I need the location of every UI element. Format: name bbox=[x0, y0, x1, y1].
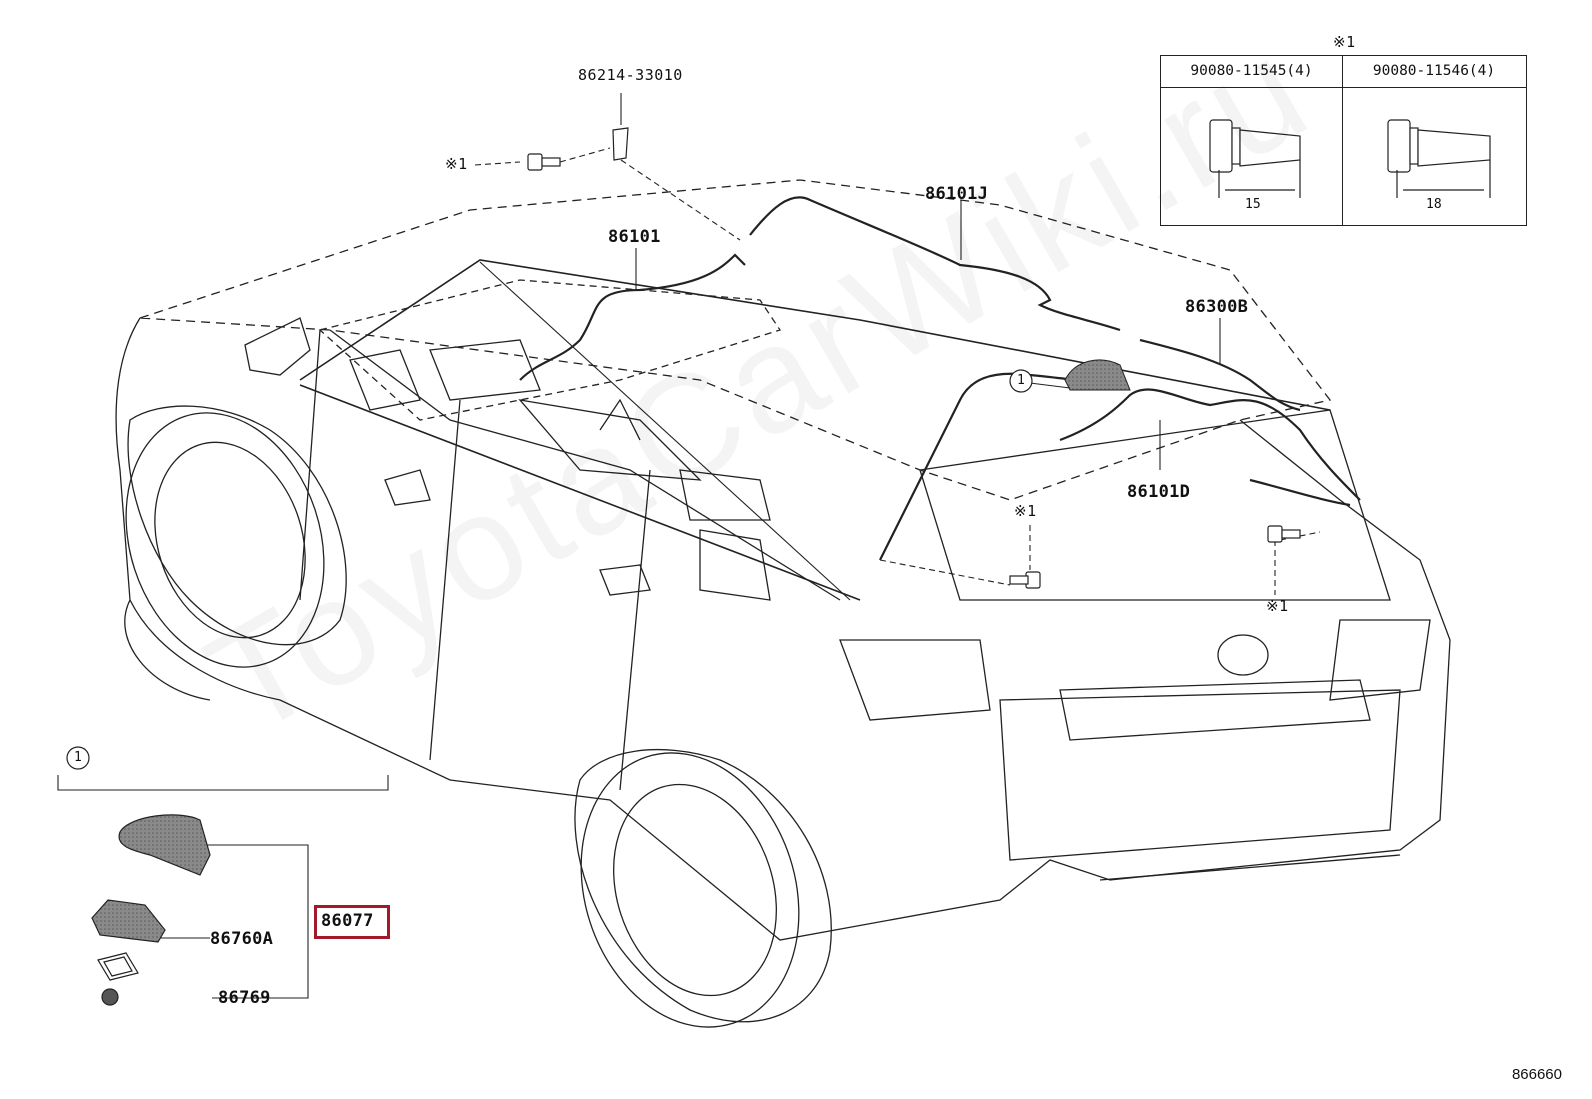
part-label-86077[interactable]: 86077 bbox=[321, 911, 374, 931]
circle-marker-icon bbox=[66, 369, 1033, 770]
vehicle-outline bbox=[115, 179, 1451, 1028]
bolt-table-col-1: 90080-11545(4) 15 bbox=[1161, 56, 1343, 225]
part-label-86769[interactable]: 86769 bbox=[218, 988, 271, 1008]
part-label-86101[interactable]: 86101 bbox=[608, 227, 661, 247]
bolt-part-number[interactable]: 90080-11546(4) bbox=[1342, 56, 1526, 88]
antenna-base-icon bbox=[91, 899, 166, 943]
nut-icon bbox=[101, 988, 119, 1006]
cable-86101d bbox=[1059, 388, 1361, 507]
mark-x1-clip: ※1 bbox=[445, 155, 468, 173]
highlight-86077 bbox=[314, 905, 390, 939]
circle-1-label-legend: 1 bbox=[74, 750, 83, 765]
bolt-part-number[interactable]: 90080-11545(4) bbox=[1161, 56, 1342, 88]
antenna-cables bbox=[519, 196, 1361, 561]
bolt-length: 15 bbox=[1245, 197, 1261, 212]
table-bolt-drawings bbox=[1209, 119, 1491, 198]
mark-x1-bolt-left: ※1 bbox=[1014, 502, 1037, 520]
cable-86300b bbox=[1139, 338, 1301, 412]
part-label-86214-33010[interactable]: 86214-33010 bbox=[578, 66, 683, 84]
bolt-length: 18 bbox=[1426, 197, 1442, 212]
part-label-86101d[interactable]: 86101D bbox=[1127, 482, 1191, 502]
gasket-icon bbox=[97, 952, 139, 981]
part-label-86101j[interactable]: 86101J bbox=[925, 184, 989, 204]
leader-lines bbox=[57, 93, 1321, 999]
antenna-cover-icon bbox=[118, 814, 211, 876]
figure-number: 866660 bbox=[1511, 1066, 1562, 1083]
bolt-table-col-2: 90080-11546(4) 18 bbox=[1342, 56, 1526, 225]
clip-icon bbox=[612, 127, 629, 161]
mark-x1-bolt-right: ※1 bbox=[1266, 597, 1289, 615]
bolt-table: 90080-11545(4) 15 90080-11546(4) 18 bbox=[1160, 55, 1527, 226]
bolt-icon bbox=[527, 153, 1301, 589]
table-mark-x1: ※1 bbox=[1333, 33, 1356, 51]
part-label-86760a[interactable]: 86760A bbox=[210, 929, 274, 949]
part-label-86300b[interactable]: 86300B bbox=[1185, 297, 1249, 317]
cable-86101j bbox=[749, 196, 1121, 332]
antenna-on-roof bbox=[1064, 359, 1131, 391]
circle-1-label-roof: 1 bbox=[1017, 373, 1026, 388]
antenna-assembly bbox=[91, 814, 211, 1006]
cable-86101 bbox=[519, 253, 746, 381]
